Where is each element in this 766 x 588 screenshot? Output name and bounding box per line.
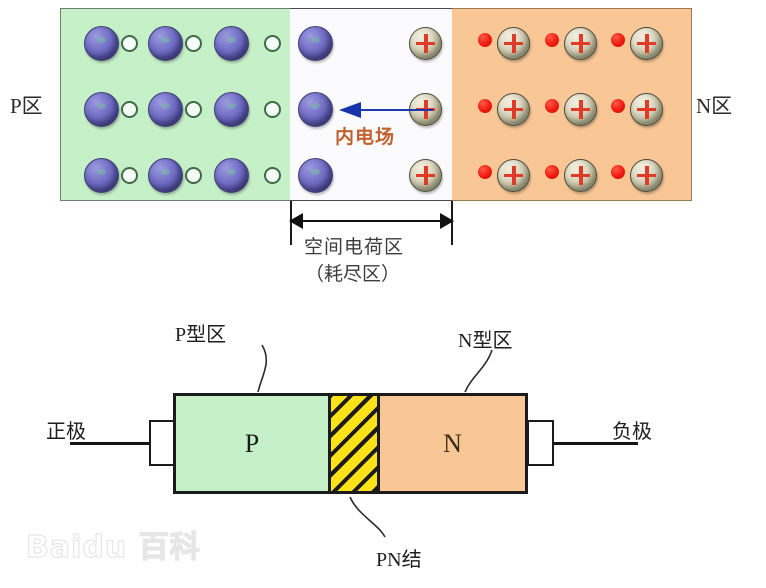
n-block: N: [380, 396, 525, 491]
plus-icon: [571, 173, 590, 177]
n-type-label: N型区: [458, 330, 513, 352]
positive-ion: [409, 27, 442, 60]
negative-ion: [214, 26, 249, 61]
pn-junction-label: PN结: [376, 549, 422, 571]
positive-ion: [409, 159, 442, 192]
positive-ion: [630, 93, 663, 126]
electron-icon: [478, 33, 492, 47]
n-zone-label: N区: [696, 94, 733, 118]
plus-icon: [571, 107, 590, 111]
cathode-terminal-cap: [527, 420, 554, 466]
positive-ion: [564, 27, 597, 60]
plus-icon: [416, 41, 435, 45]
negative-ion: [214, 158, 249, 193]
positive-ion: [497, 27, 530, 60]
negative-ion: [84, 26, 119, 61]
cathode-label: 负极: [612, 421, 652, 443]
negative-ion: [298, 26, 333, 61]
hole-icon: [185, 167, 202, 184]
positive-ion: [564, 159, 597, 192]
negative-ion: [298, 92, 333, 127]
negative-ion: [298, 158, 333, 193]
electron-icon: [611, 33, 625, 47]
depletion-label-secondary: （耗尽区）: [305, 264, 401, 285]
positive-ion: [497, 159, 530, 192]
internal-field-arrow-head: [339, 102, 361, 118]
hole-icon: [121, 101, 138, 118]
watermark: Baidu 百科: [25, 522, 206, 574]
cathode-lead: [553, 442, 638, 445]
anode-terminal-cap: [149, 420, 176, 466]
hole-icon: [264, 167, 281, 184]
p-zone-label: P区: [10, 94, 43, 118]
electron-icon: [545, 33, 559, 47]
depletion-label-primary: 空间电荷区: [304, 237, 405, 258]
negative-ion: [84, 92, 119, 127]
p-block: P: [176, 396, 328, 491]
plus-icon: [504, 173, 523, 177]
anode-label: 正极: [46, 421, 86, 443]
anode-lead: [70, 442, 152, 445]
negative-ion: [148, 158, 183, 193]
pn-junction-block: [328, 396, 380, 491]
hole-icon: [185, 35, 202, 52]
plus-icon: [637, 173, 656, 177]
plus-icon: [571, 41, 590, 45]
electron-icon: [478, 165, 492, 179]
depletion-arrow-right: [440, 213, 454, 229]
electron-icon: [545, 165, 559, 179]
electron-icon: [611, 165, 625, 179]
electron-icon: [478, 99, 492, 113]
positive-ion: [564, 93, 597, 126]
electron-icon: [545, 99, 559, 113]
plus-icon: [504, 41, 523, 45]
negative-ion: [148, 92, 183, 127]
plus-icon: [416, 173, 435, 177]
hole-icon: [264, 101, 281, 118]
hole-icon: [185, 101, 202, 118]
p-type-label: P型区: [175, 324, 227, 346]
negative-ion: [148, 26, 183, 61]
diode-body: P N: [173, 393, 528, 494]
plus-icon: [637, 41, 656, 45]
plus-icon: [637, 107, 656, 111]
internal-field-arrow-line: [360, 109, 433, 111]
negative-ion: [84, 158, 119, 193]
hole-icon: [121, 167, 138, 184]
hole-icon: [264, 35, 281, 52]
electron-icon: [611, 99, 625, 113]
positive-ion: [630, 159, 663, 192]
hole-icon: [121, 35, 138, 52]
depletion-measure-line: [296, 220, 446, 222]
positive-ion: [630, 27, 663, 60]
negative-ion: [214, 92, 249, 127]
plus-icon: [504, 107, 523, 111]
depletion-arrow-left: [289, 213, 303, 229]
internal-field-label: 内电场: [335, 126, 396, 148]
watermark-text: Baidu 百科: [25, 529, 201, 565]
positive-ion: [497, 93, 530, 126]
